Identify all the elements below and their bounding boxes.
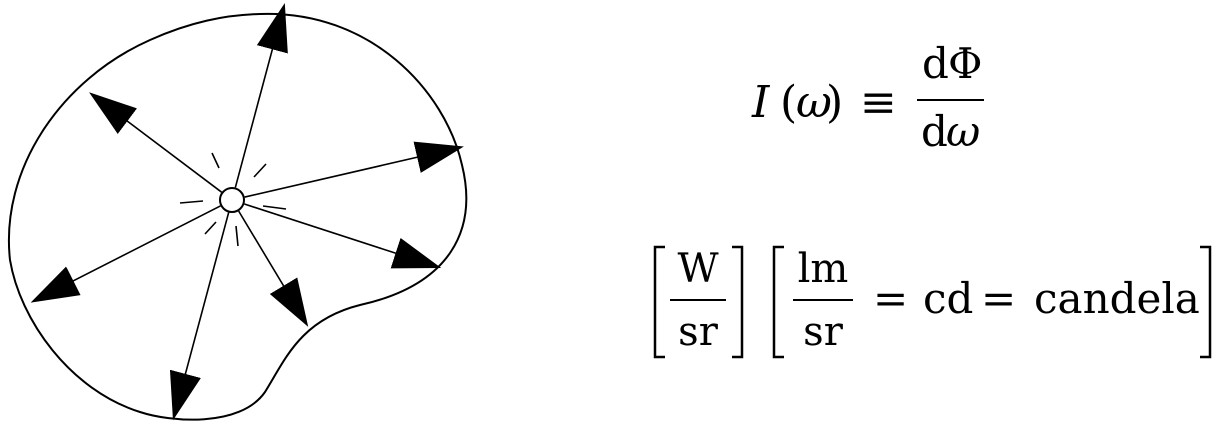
- unit-candela: candela: [1034, 274, 1200, 323]
- surface-boundary: [7, 12, 468, 421]
- units-equation: W sr lm sr = cd = candela: [653, 245, 1212, 359]
- denominator-omega: ω: [946, 107, 980, 156]
- paren-close: ): [826, 77, 843, 128]
- svg-text:d Φ: d Φ: [922, 39, 982, 88]
- equals-sign: =: [981, 274, 1016, 323]
- ray-arrow-upper-left: [89, 92, 223, 193]
- emission-ticks: [179, 152, 287, 247]
- ray-arrow-up: [234, 2, 288, 188]
- bracket-left-1: [653, 245, 665, 359]
- point-source: [219, 187, 245, 213]
- symbol-omega: ω: [796, 77, 832, 128]
- bracket-left-2: [772, 245, 784, 359]
- emission-tick: [253, 163, 267, 178]
- intensity-definition-equation: I ( ω ) ≡ d Φ d ω: [751, 39, 984, 156]
- emission-tick: [235, 225, 239, 247]
- numerator-d: d: [922, 39, 949, 88]
- bracket-right-2: [1200, 245, 1212, 359]
- ray-arrow-right: [244, 141, 464, 198]
- paren-open: (: [780, 77, 797, 128]
- symbol-I: I: [751, 77, 771, 128]
- numerator-phi: Φ: [948, 39, 982, 88]
- svg-text:= cd = cande: = cd = candela: [873, 274, 1200, 323]
- ray-arrow-down-right: [238, 210, 309, 327]
- unit-watt: W: [677, 246, 718, 292]
- ray-arrow-left-down: [30, 205, 221, 303]
- equals-sign: =: [873, 274, 908, 323]
- emission-tick: [211, 152, 220, 169]
- svg-text:I ( ω ): I ( ω ) ≡: [751, 77, 897, 128]
- emission-tick: [204, 221, 217, 235]
- bracket-right-1: [732, 245, 744, 359]
- emission-tick: [179, 200, 204, 204]
- ray-arrows: [30, 2, 464, 421]
- ray-arrow-lower-right: [244, 203, 442, 269]
- svg-text:d ω: d ω: [921, 107, 980, 156]
- denominator-d: d: [921, 107, 948, 156]
- unit-lumen: lm: [798, 246, 849, 292]
- unit-steradian: sr: [803, 309, 844, 355]
- unit-steradian: sr: [678, 309, 719, 355]
- equiv-sign: ≡: [860, 77, 897, 128]
- unit-cd: cd: [923, 274, 973, 323]
- ray-arrow-down: [169, 212, 230, 421]
- emission-tick: [262, 205, 287, 210]
